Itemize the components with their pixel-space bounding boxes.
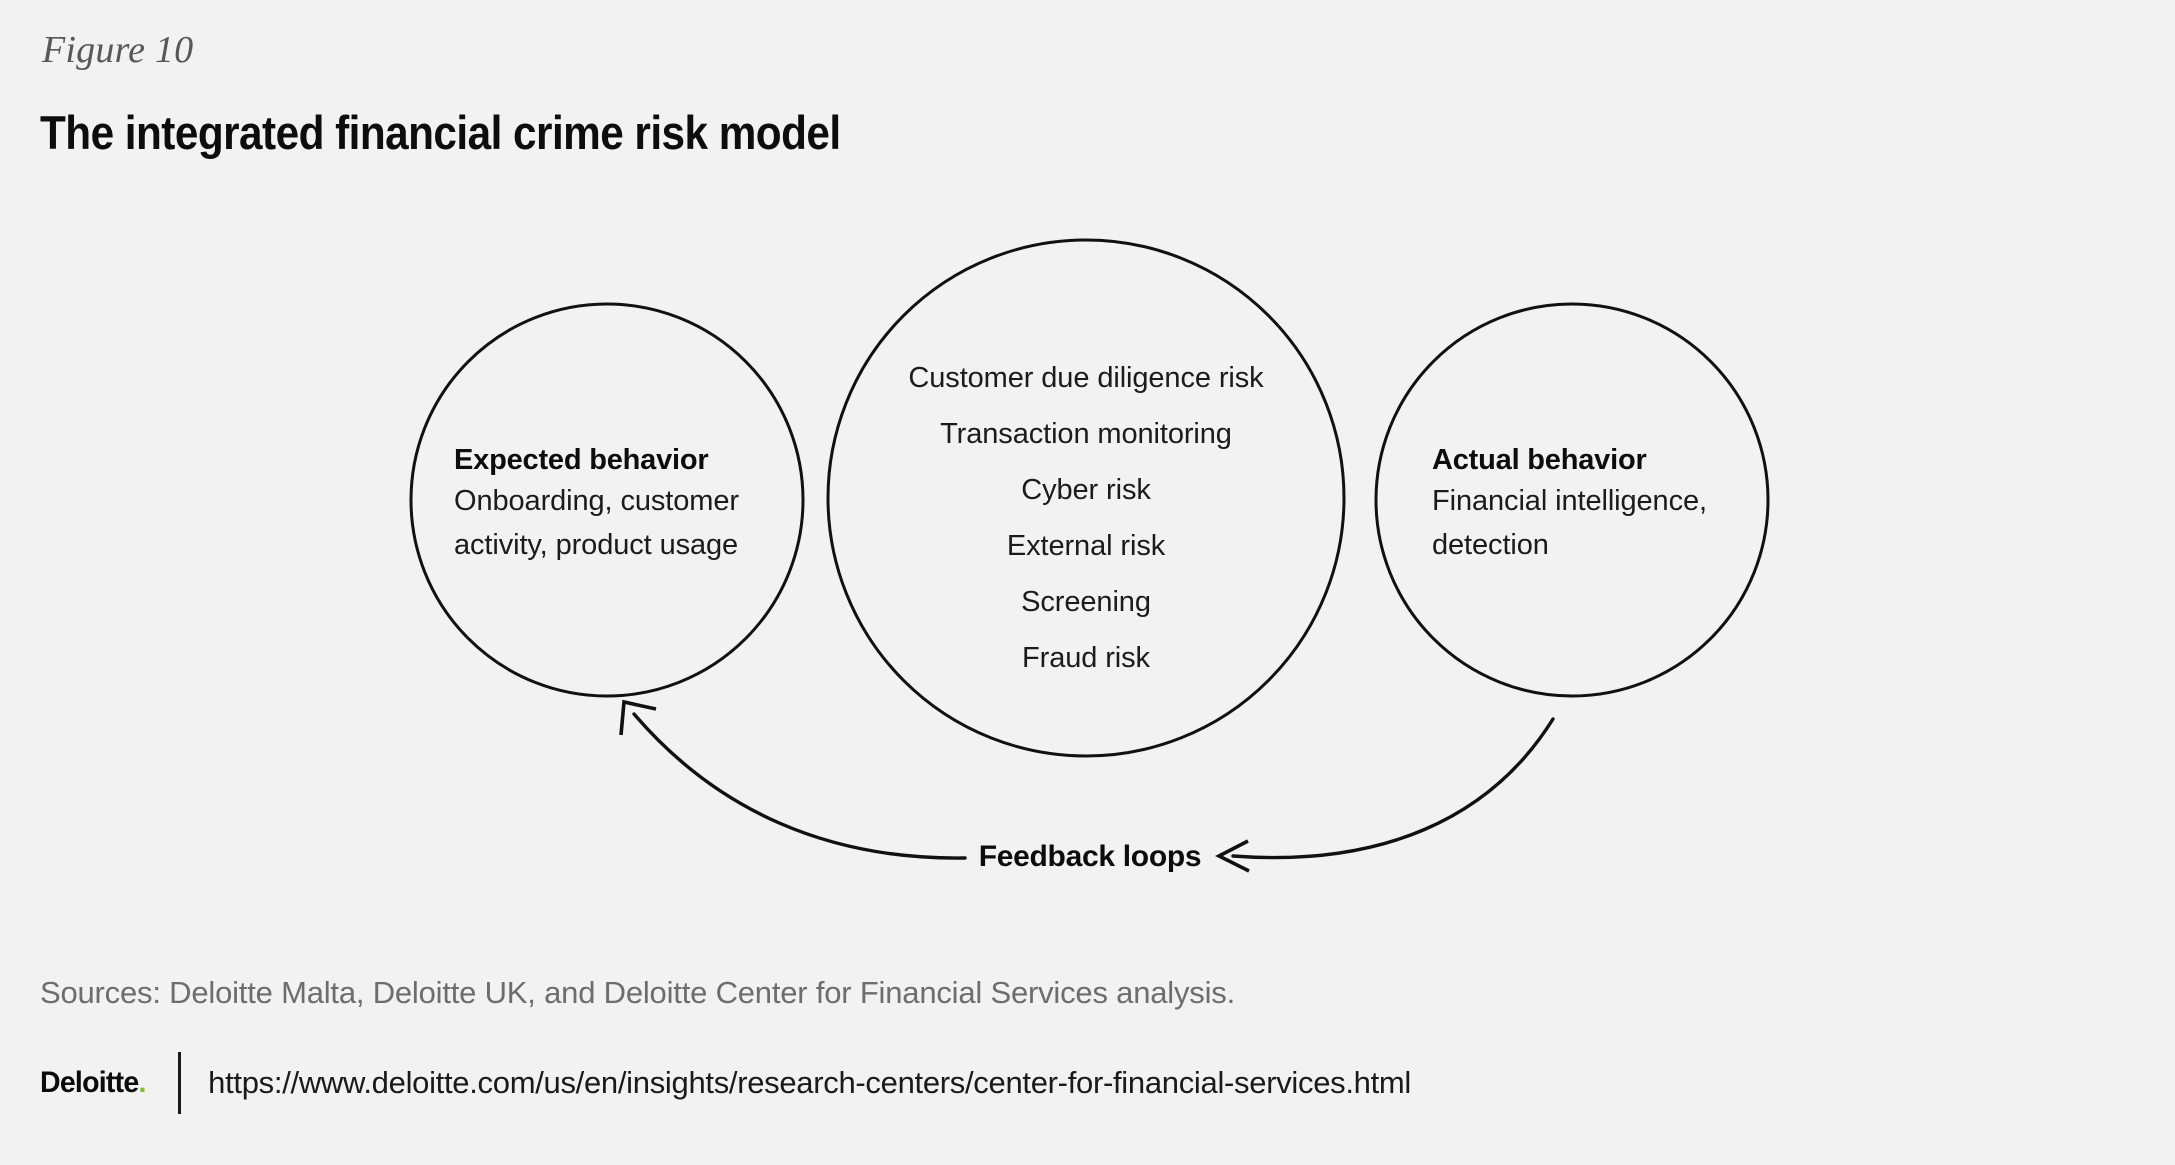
feedback-curve-from-actual (1231, 717, 1555, 860)
circle-expected-behavior (409, 302, 805, 698)
integrated-risk-model-diagram: Expected behavior Onboarding, customer a… (409, 238, 1770, 873)
risk-item-5: Fraud risk (1022, 642, 1151, 674)
actual-behavior-heading: Actual behavior (1432, 444, 1647, 476)
feedback-loops-label: Feedback loops (979, 840, 1202, 873)
circle-actual-behavior (1374, 302, 1770, 698)
figure-label: Figure 10 (42, 29, 194, 71)
risk-item-0: Customer due diligence risk (908, 362, 1264, 394)
risk-item-4: Screening (1021, 586, 1151, 618)
footer-brand-row: Deloitte. https://www.deloitte.com/us/en… (40, 1052, 1411, 1114)
feedback-curve-to-expected (632, 712, 967, 860)
footer-divider (178, 1052, 182, 1114)
deloitte-logo-dot: . (138, 1066, 146, 1099)
expected-behavior-line-1: Onboarding, customer (454, 485, 739, 517)
risk-item-2: Cyber risk (1021, 474, 1151, 506)
deloitte-logo-wordmark: Deloitte (40, 1066, 139, 1099)
circle-risk-domains (826, 238, 1346, 758)
sources-note: Sources: Deloitte Malta, Deloitte UK, an… (40, 975, 1235, 1010)
figure-title: The integrated financial crime risk mode… (40, 106, 841, 159)
arrow-from-actual-behavior (1215, 839, 1250, 873)
arrow-to-expected-behavior (619, 699, 657, 736)
risk-item-3: External risk (1007, 530, 1166, 562)
footer-url[interactable]: https://www.deloitte.com/us/en/insights/… (208, 1065, 1412, 1100)
expected-behavior-line-2: activity, product usage (454, 529, 738, 561)
deloitte-logo: Deloitte. (40, 1066, 146, 1100)
expected-behavior-heading: Expected behavior (454, 444, 708, 476)
actual-behavior-line-1: Financial intelligence, (1432, 485, 1707, 517)
actual-behavior-line-2: detection (1432, 529, 1549, 561)
risk-item-1: Transaction monitoring (940, 418, 1232, 450)
